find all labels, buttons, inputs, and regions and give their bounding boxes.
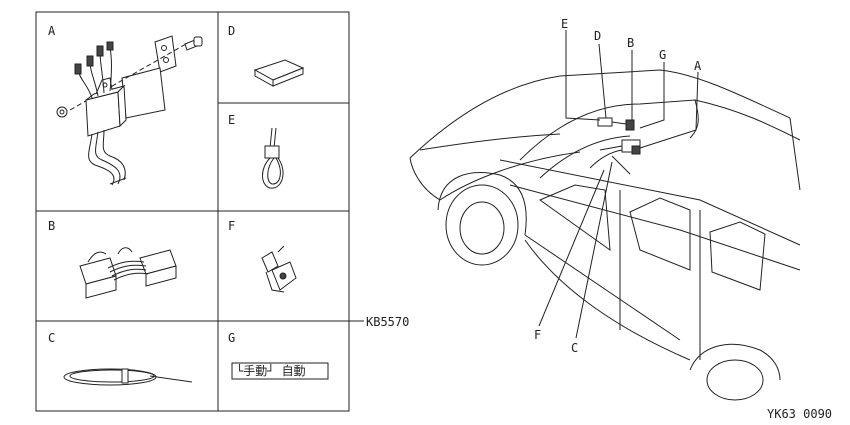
control-unit-illustration [56, 35, 203, 186]
kit-cell-label-a: A [48, 24, 56, 38]
callout-label-e: E [561, 17, 568, 31]
kit-cell-label-g: G [228, 331, 235, 345]
kit-cell-label-d: D [228, 24, 235, 38]
clip-illustration [261, 245, 297, 293]
part-number-label: KB5570 [366, 315, 409, 329]
mode-label-text: └手動┘ 自動 [236, 363, 306, 378]
vehicle-illustration [409, 69, 801, 401]
callout-leaders [538, 30, 699, 339]
kit-panel [35, 11, 350, 412]
callout-label-a: A [694, 59, 702, 73]
foam-pad-illustration [253, 59, 305, 87]
cable-tie-illustration [262, 127, 284, 189]
kit-cell-label-c: C [48, 331, 55, 345]
callout-label-c: C [571, 341, 578, 355]
figure-code: YK63 0090 [767, 407, 832, 421]
kit-cell-label-b: B [48, 219, 55, 233]
callout-label-f: F [534, 328, 541, 342]
kit-cell-label-e: E [228, 113, 235, 127]
callout-label-b: B [627, 36, 634, 50]
callout-label-d: D [594, 29, 601, 43]
kit-cell-label-f: F [228, 219, 235, 233]
connector-harness-illustration [79, 247, 177, 299]
callout-label-g: G [659, 48, 666, 62]
mode-label-sticker: └手動┘ 自動 [231, 362, 329, 380]
coiled-wire-illustration [63, 368, 193, 386]
